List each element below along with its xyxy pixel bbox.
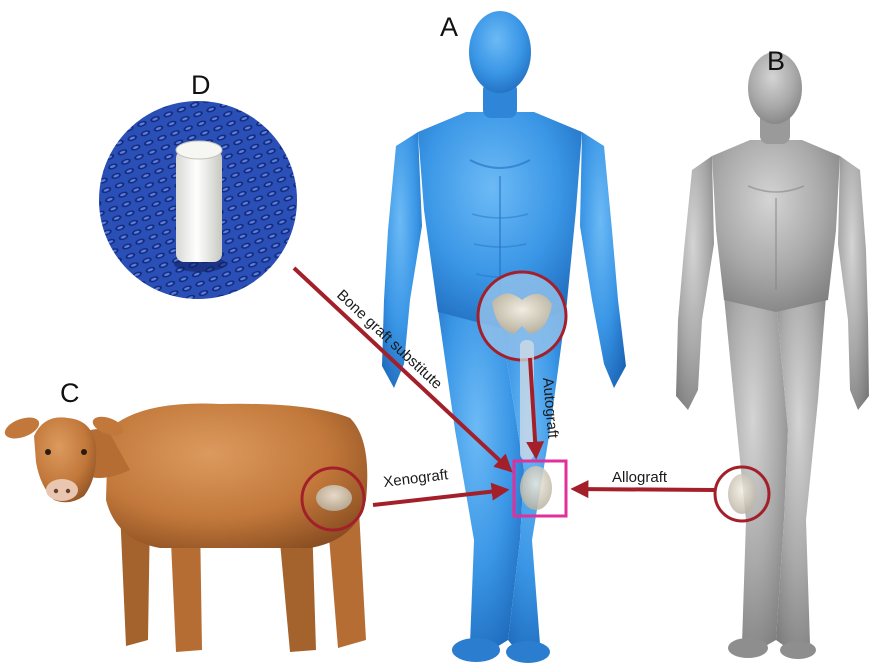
panel-label-d: D: [191, 70, 211, 100]
human-b-figure: [676, 52, 869, 659]
panel-label-a: A: [440, 12, 458, 42]
implant-on-mesh: [99, 101, 297, 299]
label-xenograft: Xenograft: [382, 466, 449, 491]
panel-label-c: C: [60, 378, 80, 408]
cow-figure: [2, 404, 367, 652]
label-allograft: Allograft: [612, 469, 668, 486]
panel-label-b: B: [767, 46, 785, 76]
arrow-allograft: [574, 489, 714, 490]
